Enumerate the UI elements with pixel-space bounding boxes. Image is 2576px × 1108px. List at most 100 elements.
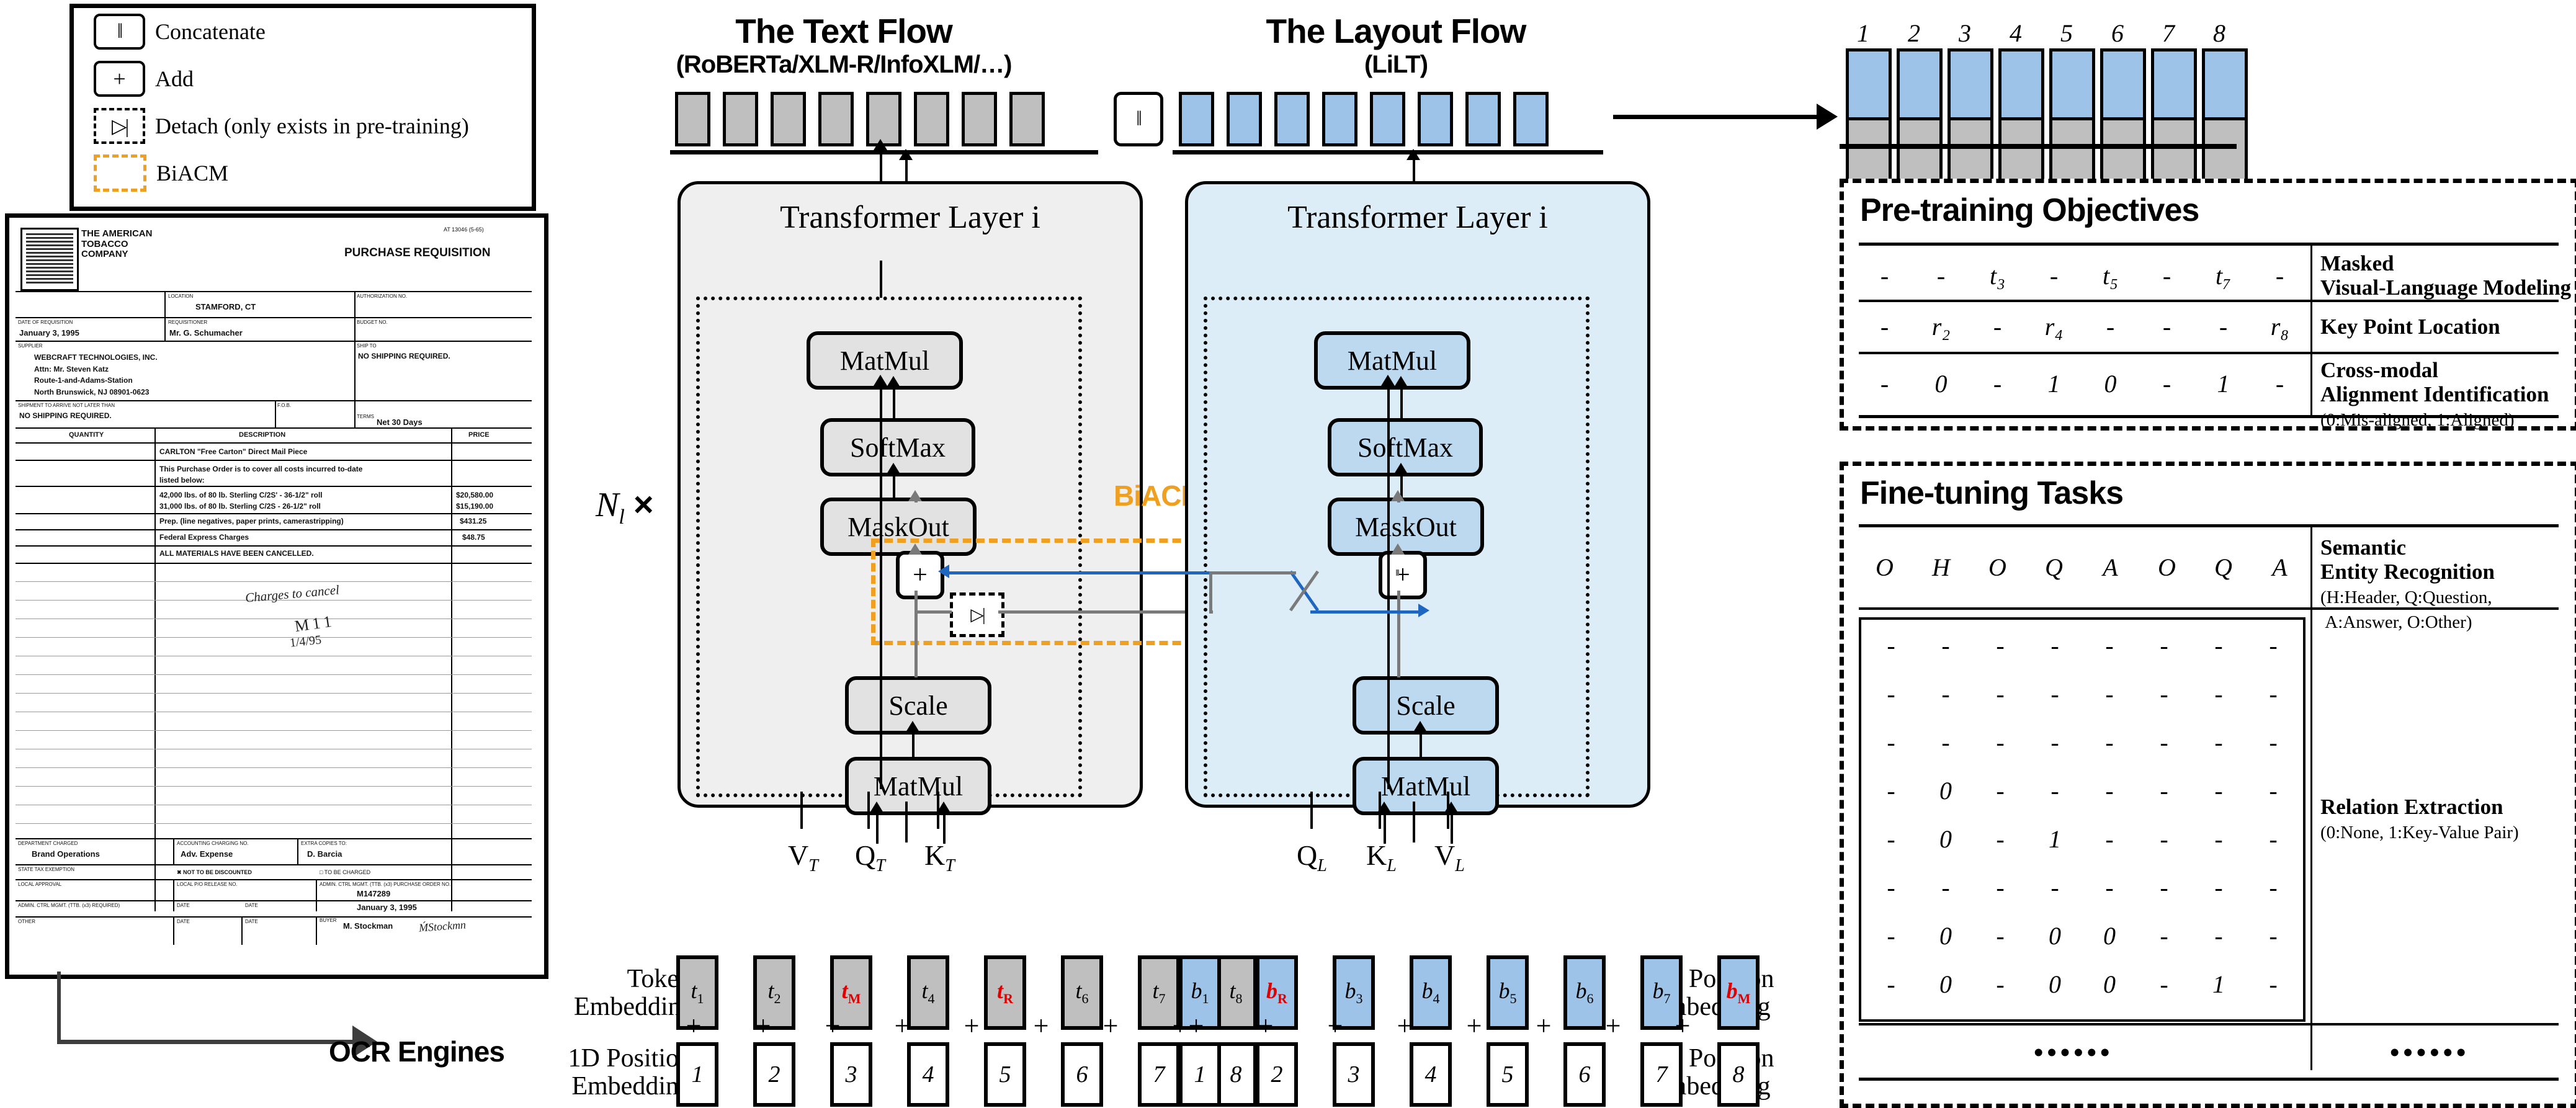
pretraining-value-kpl: r₂ <box>1931 313 1951 341</box>
layout-plus-sign: + <box>1327 1011 1343 1041</box>
re-matrix-cell: - <box>2214 825 2223 853</box>
re-matrix-cell: - <box>1996 922 2005 950</box>
pretraining-value-kpl: - <box>2106 313 2115 341</box>
text-detach-out-line <box>998 610 1209 614</box>
text-token-cell: t7 <box>1138 955 1180 1030</box>
legend-item-concatenate: ‖ Concatenate <box>94 8 532 55</box>
re-matrix-cell: - <box>2269 970 2278 998</box>
layout-output-cell <box>1227 92 1262 146</box>
ser-value: H <box>1932 553 1950 581</box>
document-handwriting-initials: M 1 1 <box>293 612 333 636</box>
re-matrix-cell: - <box>2269 873 2278 901</box>
pretraining-value-cmai: - <box>1880 370 1889 398</box>
layout-output-cell <box>1465 92 1501 146</box>
layout-panel-title: Transformer Layer i <box>1287 200 1548 235</box>
re-matrix-cell: - <box>1887 632 1895 659</box>
pretraining-value-kpl: - <box>1880 313 1889 341</box>
layout-plus-sign: + <box>1397 1011 1413 1041</box>
re-matrix-cell: - <box>2160 922 2168 950</box>
document-col-description: DESCRIPTION <box>239 431 286 439</box>
text-flow-subtitle: (RoBERTa/XLM-R/InfoXLM/…) <box>676 51 1013 78</box>
relation-extraction-matrix: -------------------------0-------0-1----… <box>1859 617 2305 1022</box>
re-matrix-cell: - <box>1887 728 1895 756</box>
document-po-number: M147289 <box>357 889 391 898</box>
document-acct: Adv. Expense <box>181 849 233 859</box>
re-matrix-cell: - <box>2214 632 2223 659</box>
layout-position-cell: 5 <box>1487 1042 1529 1107</box>
document-terms: Net 30 Days <box>377 418 423 427</box>
layout-op-scale: Scale <box>1353 676 1499 735</box>
pretraining-heading: Pre-training Objectives <box>1860 192 2199 228</box>
document-handwriting-date: 1/4/95 <box>288 633 323 650</box>
layout-output-baseline <box>1173 150 1603 154</box>
text-residual-arrow <box>874 375 887 386</box>
document-col-price: PRICE <box>468 431 490 439</box>
document-location: STAMFORD, CT <box>195 302 256 311</box>
pretraining-value-kpl: r₄ <box>2044 313 2064 341</box>
text-position-cell: 3 <box>830 1042 872 1107</box>
legend-item-biacm: BiACM <box>94 150 532 197</box>
document-date: January 3, 1995 <box>19 328 79 337</box>
re-matrix-cell: - <box>2105 728 2114 756</box>
ser-value: O <box>1988 553 2006 581</box>
add-glyph: + <box>113 66 126 91</box>
re-matrix-cell: - <box>2105 632 2114 659</box>
output-bars-baseline <box>1840 144 2237 149</box>
biacm-blue-arrow-left <box>938 565 949 578</box>
re-matrix-cell: - <box>2269 632 2278 659</box>
layout-op-maskout: MaskOut <box>1328 498 1484 556</box>
layout-output-cell <box>1513 92 1549 146</box>
text-token-cell: t4 <box>907 955 949 1030</box>
layout-input-q-label: QL <box>1297 839 1327 876</box>
re-matrix-cell: 0 <box>1939 777 1952 805</box>
re-matrix-cell: - <box>2105 873 2114 901</box>
document-buyer: M. Stockman <box>343 921 393 931</box>
layout-output-cell <box>1179 92 1214 146</box>
output-bar-index: 4 <box>2010 19 2022 47</box>
pretraining-value-mvlm: - <box>1880 262 1889 290</box>
layout-op-matmul-bottom: MatMul <box>1353 757 1499 815</box>
pretraining-value-kpl: - <box>2219 313 2228 341</box>
document-handwriting-note: Charges to cancel <box>244 582 340 605</box>
repeat-label: Nl × <box>596 485 654 529</box>
layout-plus-sign: + <box>1536 1011 1552 1041</box>
output-bar-index: 7 <box>2162 19 2175 47</box>
text-plus-sign: + <box>686 1011 702 1041</box>
pretraining-value-mvlm: - <box>2162 262 2171 290</box>
re-matrix-cell: - <box>1941 873 1950 901</box>
document-dept: Brand Operations <box>32 849 100 859</box>
legend-item-detach: ▷| Detach (only exists in pre-training) <box>94 102 532 150</box>
layout-position-cell: 8 <box>1717 1042 1760 1107</box>
re-matrix-cell: 1 <box>2212 970 2225 998</box>
pretraining-row-kpl-name: Key Point Location <box>2320 315 2500 339</box>
re-matrix-cell: 0 <box>2103 970 2116 998</box>
pretraining-value-kpl: r₈ <box>2270 313 2289 341</box>
text-token-cell: tR <box>984 955 1026 1030</box>
layout-output-cell <box>1418 92 1453 146</box>
text-plus-sign: + <box>1033 1011 1049 1041</box>
re-matrix-cell: 0 <box>2103 922 2116 950</box>
re-matrix-cell: - <box>2051 680 2059 708</box>
re-matrix-cell: - <box>1941 728 1950 756</box>
text-plus-sign: + <box>825 1011 841 1041</box>
layout-token-cell: bM <box>1717 955 1760 1030</box>
flow-to-output-arrow-head <box>1817 104 1838 130</box>
text-output-baseline <box>670 150 1098 154</box>
text-position-cell: 1 <box>676 1042 718 1107</box>
re-matrix-cell: - <box>2051 777 2059 805</box>
text-plus-row: ++++++++ <box>676 1010 1197 1042</box>
layout-position-cell: 3 <box>1333 1042 1375 1107</box>
layout-token-cell: b1 <box>1179 955 1221 1030</box>
text-token-cell: tM <box>830 955 872 1030</box>
pretraining-objectives-box: Pre-training Objectives --t₃-t₅-t₇- Mask… <box>1840 179 2576 431</box>
re-matrix-cell: - <box>2160 680 2168 708</box>
ellipsis-right: •••••• <box>2390 1037 2470 1068</box>
text-output-cell <box>962 92 997 146</box>
re-matrix-cell: - <box>1996 777 2005 805</box>
layout-token-cell: b7 <box>1640 955 1683 1030</box>
text-output-cell <box>771 92 806 146</box>
pretraining-value-mvlm: t₅ <box>2102 262 2119 290</box>
